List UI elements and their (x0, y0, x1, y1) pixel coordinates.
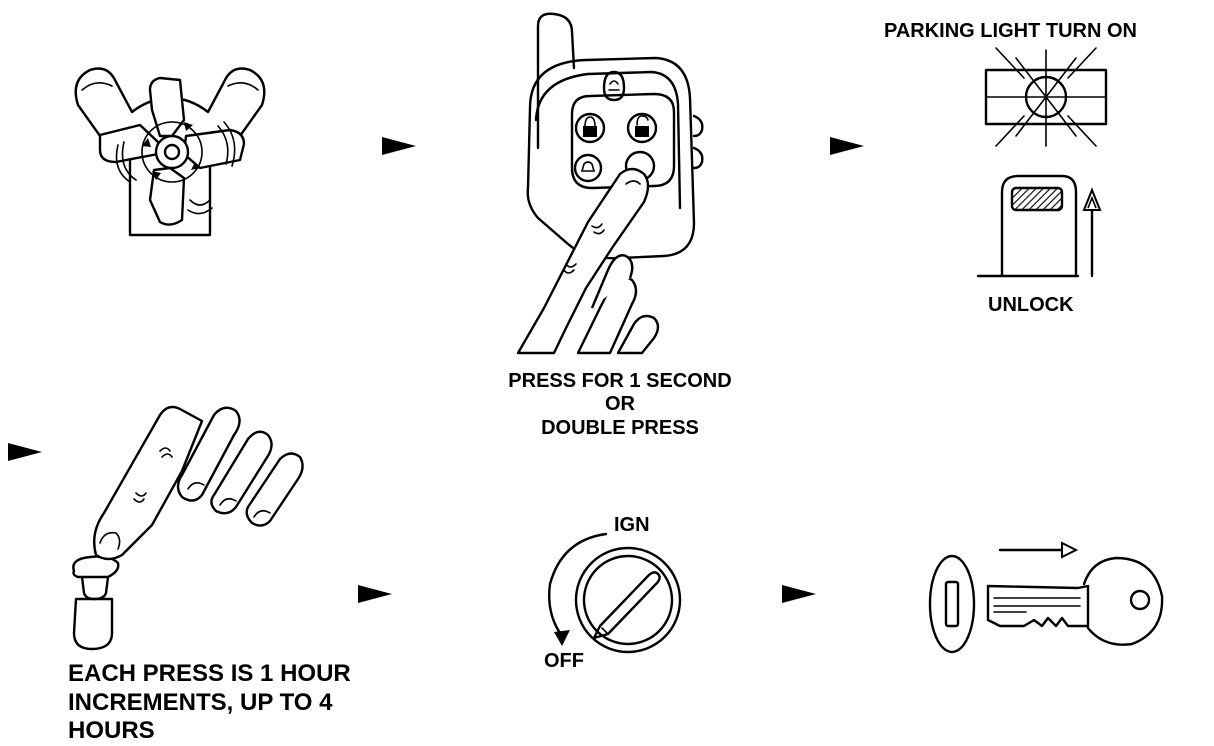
flow-arrow-2 (830, 137, 864, 155)
flow-arrow-3 (8, 443, 42, 461)
press-instruction-line1: PRESS FOR 1 SECOND (470, 370, 770, 393)
unlock-label: UNLOCK (988, 294, 1074, 317)
remote-transmitter-icon (508, 8, 708, 353)
flow-arrow-4 (358, 585, 392, 603)
finger-press-button-icon (64, 405, 314, 655)
ignition-switch-icon (542, 524, 692, 656)
press-instruction-line3: DOUBLE PRESS (470, 417, 770, 440)
each-press-line3: HOURS (68, 717, 155, 745)
each-press-line1: EACH PRESS IS 1 HOUR (68, 660, 351, 688)
flow-arrow-5 (782, 585, 816, 603)
key-icon (916, 540, 1166, 670)
parking-light-label: PARKING LIGHT TURN ON (884, 20, 1137, 43)
each-press-line2: INCREMENTS, UP TO 4 (68, 689, 333, 717)
engine-icon (60, 50, 280, 240)
press-instruction-line2: OR (470, 393, 770, 416)
door-lock-icon (974, 172, 1114, 282)
parking-light-icon (976, 48, 1116, 148)
off-label: OFF (544, 650, 584, 673)
flow-arrow-1 (382, 137, 416, 155)
